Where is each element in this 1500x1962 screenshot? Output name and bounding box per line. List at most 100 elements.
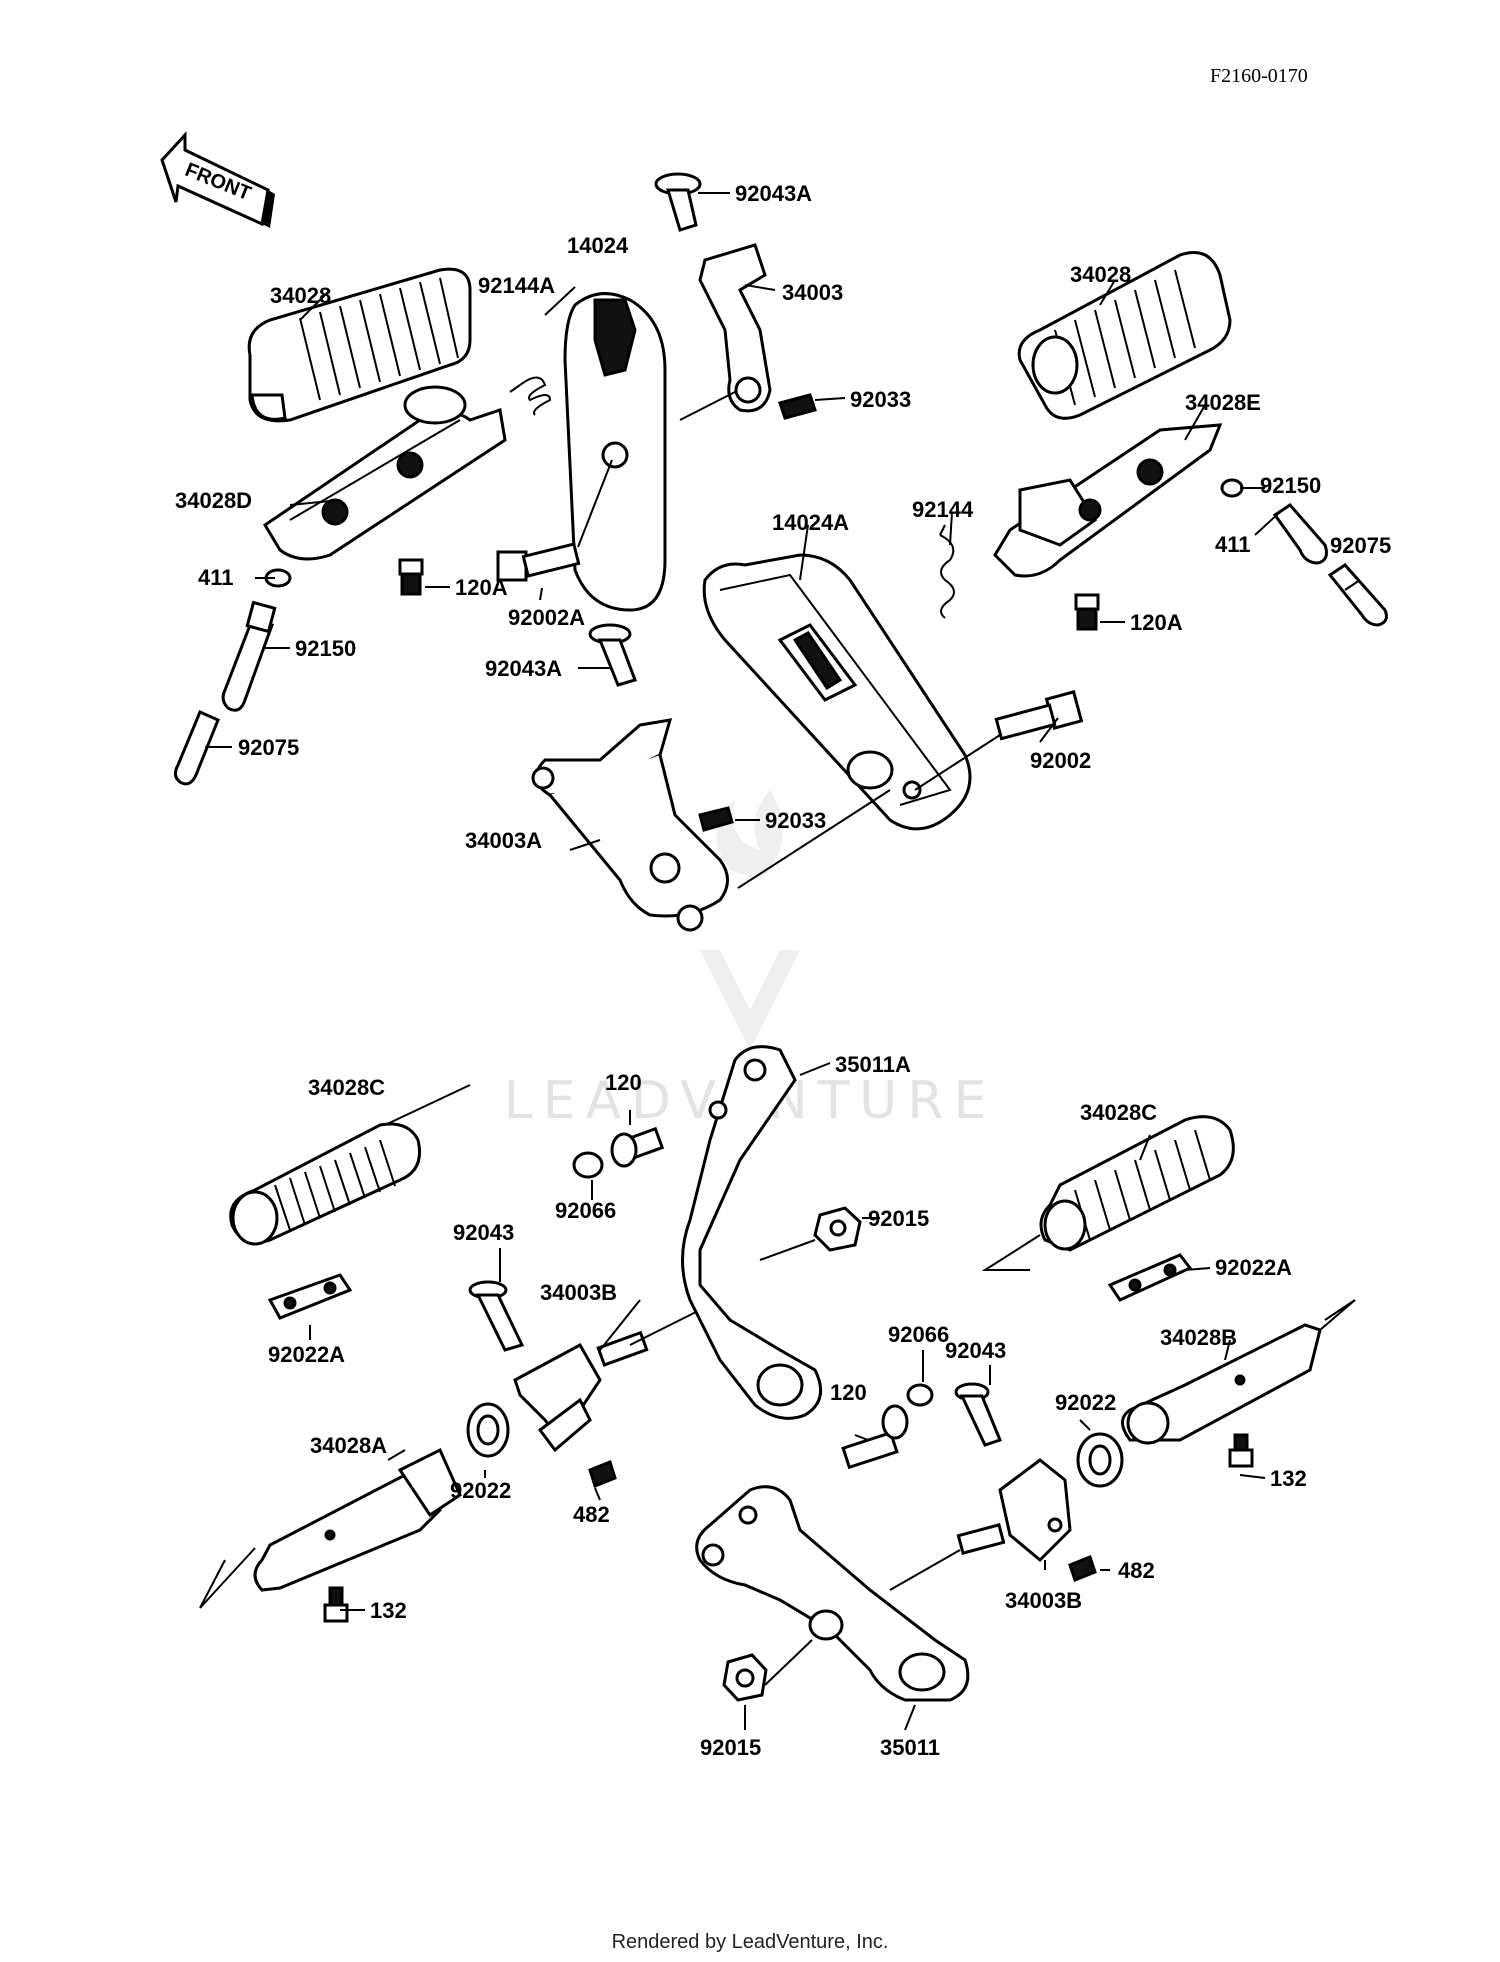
leader-line [629, 1309, 701, 1346]
label-34003A: 34003A [465, 828, 542, 853]
label-34028C-left: 34028C [308, 1075, 385, 1100]
label-120A-right: 120A [1130, 610, 1183, 635]
leader-line [1319, 1299, 1356, 1331]
leader-line [764, 1639, 813, 1686]
plate-92022A-left [267, 1273, 353, 1320]
footpeg-34028A [253, 1447, 462, 1592]
label-92043A-mid: 92043A [485, 656, 562, 681]
label-34028B: 34028B [1160, 1325, 1237, 1350]
bolt-92002 [994, 690, 1084, 741]
bolt-92002A [496, 542, 581, 582]
cap-92075-right [1327, 563, 1388, 627]
label-92033-top: 92033 [850, 387, 911, 412]
footpeg-bracket-34028E [993, 423, 1223, 578]
label-120-bottom: 120 [830, 1380, 867, 1405]
footpeg-bracket-34028D [262, 385, 507, 561]
pin-92150-left [221, 600, 277, 712]
label-92022A-left: 92022A [268, 1342, 345, 1367]
label-92015-bottom: 92015 [700, 1735, 761, 1760]
label-92075-right: 92075 [1330, 533, 1391, 558]
leader-line [737, 789, 891, 889]
lever-35011A [681, 1045, 823, 1420]
label-92015-top: 92015 [868, 1206, 929, 1231]
screw-132-left [323, 1586, 349, 1623]
footpeg-rubber-left [247, 267, 472, 423]
pin-92043A-top [654, 172, 702, 232]
label-34028E: 34028E [1185, 390, 1261, 415]
label-92002: 92002 [1030, 748, 1091, 773]
plate-92022A-right [1107, 1253, 1193, 1302]
cap-92075-left [173, 710, 220, 786]
screw-120-bottom [841, 1404, 909, 1470]
label-482-right: 482 [1118, 1558, 1155, 1583]
leader-line [384, 1084, 471, 1126]
label-92066-bottom: 92066 [888, 1322, 949, 1347]
footpeg-rubber-34028C-left [229, 1122, 421, 1246]
pin-92043A-mid [588, 623, 637, 687]
footpeg-34028B [1121, 1323, 1322, 1445]
leader-line [679, 391, 736, 421]
label-120A-left: 120A [455, 575, 508, 600]
label-132-right: 132 [1270, 1466, 1307, 1491]
label-14024A: 14024A [772, 510, 849, 535]
spring-92033-top [778, 393, 817, 420]
footer-credit: Rendered by LeadVenture, Inc. [612, 1931, 889, 1953]
pin-92150-right [1272, 503, 1328, 565]
lever-35011 [695, 1485, 970, 1702]
label-92075-left: 92075 [238, 735, 299, 760]
label-34003B-right: 34003B [1005, 1588, 1082, 1613]
label-34028A: 34028A [310, 1433, 387, 1458]
leader-line [199, 1547, 256, 1609]
label-92043-right: 92043 [945, 1338, 1006, 1363]
label-34028C-right: 34028C [1080, 1100, 1157, 1125]
label-92022A-right: 92022A [1215, 1255, 1292, 1280]
spring-92144 [939, 524, 955, 619]
label-34028-left: 34028 [270, 283, 331, 308]
pin-92043-right [954, 1382, 1002, 1447]
heel-guard-14024A [702, 553, 972, 831]
label-92066-top: 92066 [555, 1198, 616, 1223]
spring-482-left [588, 1460, 617, 1488]
leader-line [981, 1234, 1041, 1271]
screw-120A-left [398, 558, 424, 596]
bracket-34003B-right [956, 1458, 1072, 1563]
label-411-left: 411 [198, 565, 234, 590]
label-482-left: 482 [573, 1502, 610, 1527]
label-92150-right: 92150 [1260, 473, 1321, 498]
label-92043-left: 92043 [453, 1220, 514, 1245]
spring-92144A [509, 376, 552, 416]
label-92022-right: 92022 [1055, 1390, 1116, 1415]
label-92033-mid: 92033 [765, 808, 826, 833]
label-92043A-top: 92043A [735, 181, 812, 206]
label-92002A: 92002A [508, 605, 585, 630]
label-132-left: 132 [370, 1598, 407, 1623]
label-92150-left: 92150 [295, 636, 356, 661]
screw-120-top [610, 1126, 665, 1168]
label-120-top: 120 [605, 1070, 642, 1095]
leader-line [889, 1549, 961, 1591]
spring-92033-mid [698, 806, 734, 832]
nut-92066-bottom [906, 1383, 934, 1407]
footpeg-rubber-34028C-right [1039, 1115, 1235, 1252]
drawing-code: F2160-0170 [1210, 65, 1308, 87]
label-34028D: 34028D [175, 488, 252, 513]
screw-132-right [1228, 1433, 1254, 1468]
front-arrow-icon: FRONT [160, 131, 275, 228]
label-92022-left: 92022 [450, 1478, 511, 1503]
label-35011: 35011 [880, 1735, 940, 1760]
label-34003B-left: 34003B [540, 1280, 617, 1305]
screw-120A-right [1074, 593, 1100, 631]
washer-411-right [1220, 478, 1244, 498]
label-92144: 92144 [912, 497, 974, 522]
label-34003: 34003 [782, 280, 843, 305]
pin-92043-left [468, 1280, 525, 1352]
nut-92015-top [813, 1206, 862, 1252]
bracket-34003B-left [513, 1330, 649, 1453]
part-labels: 92043A 34003 14024 34028 92144A 92033 34… [175, 181, 1391, 1760]
bracket-34003A [531, 718, 729, 932]
footpeg-rubber-right [1017, 251, 1232, 420]
nut-92066-top [572, 1151, 604, 1179]
leader-line [759, 1239, 816, 1261]
heel-guard-14024 [563, 292, 667, 612]
leader-line [577, 459, 613, 548]
